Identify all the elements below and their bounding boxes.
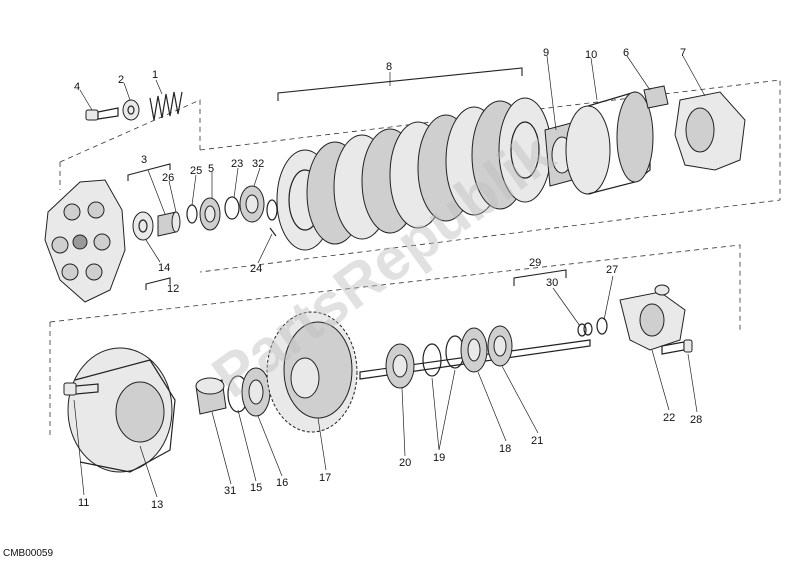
callout-12: 12	[167, 283, 179, 295]
callout-10: 10	[585, 49, 597, 61]
callout-9: 9	[543, 47, 549, 59]
bearing-part-5	[199, 197, 221, 231]
circlip-part-24	[266, 199, 278, 237]
callout-27: 27	[606, 264, 618, 276]
callout-25: 25	[190, 165, 202, 177]
callout-23: 23	[231, 158, 243, 170]
clutch-drum-part-10	[565, 91, 654, 195]
washer-part-23	[224, 196, 240, 220]
bearing-part-20	[385, 343, 415, 389]
callout-6: 6	[623, 47, 629, 59]
spacer-part-31	[195, 377, 227, 415]
callout-32: 32	[252, 158, 264, 170]
bracket-29	[513, 269, 567, 286]
callout-3: 3	[141, 154, 147, 166]
spring-part-1	[149, 91, 183, 121]
oring-part-30	[577, 322, 593, 337]
circlip-part-27	[596, 317, 608, 335]
callout-1: 1	[152, 69, 158, 81]
callout-24: 24	[250, 263, 262, 275]
callout-22: 22	[663, 412, 675, 424]
bearing-part-14	[132, 211, 154, 241]
callout-19: 19	[433, 452, 445, 464]
slave-cylinder-part-22	[619, 284, 686, 351]
bracket-8	[277, 67, 523, 101]
callout-13: 13	[151, 499, 163, 511]
callout-31: 31	[224, 485, 236, 497]
clutch-cover-part-7	[674, 91, 746, 171]
leader-lines	[73, 55, 706, 498]
clutch-basket-part-13	[67, 347, 176, 473]
washer-part-19	[422, 335, 465, 377]
shaft-part-29	[359, 339, 591, 380]
callout-30: 30	[546, 277, 558, 289]
bearing-part-21	[487, 325, 513, 367]
bearing-part-32	[239, 185, 265, 223]
bolt-part-11	[63, 382, 99, 396]
callout-7: 7	[680, 47, 686, 59]
callout-14: 14	[158, 262, 170, 274]
washer-part-2	[122, 99, 140, 121]
callout-4: 4	[74, 81, 80, 93]
callout-21: 21	[531, 435, 543, 447]
bolt-part-4	[85, 107, 119, 121]
callout-15: 15	[250, 482, 262, 494]
callout-labels: 4 2 1 3 26 25 5 23 32 8 9 10 6 7 14 12 2…	[74, 47, 702, 511]
callout-17: 17	[319, 472, 331, 484]
callout-11: 11	[78, 497, 89, 509]
callout-2: 2	[118, 74, 124, 86]
clutch-plate-stack-part-8	[276, 97, 552, 251]
bolt-part-28	[661, 339, 693, 355]
pressure-plate-part	[44, 179, 126, 303]
gear-part-17	[266, 311, 358, 433]
bracket-12	[145, 277, 171, 290]
callout-16: 16	[276, 477, 288, 489]
cover-piece-part-6	[643, 85, 669, 109]
drawing-code: CMB00059	[3, 548, 54, 559]
callout-29: 29	[529, 257, 541, 269]
callout-26: 26	[162, 172, 174, 184]
callout-20: 20	[399, 457, 411, 469]
callout-8: 8	[386, 61, 392, 73]
oring-part-25	[186, 204, 198, 224]
bearing-part-18	[460, 327, 488, 373]
callout-18: 18	[499, 443, 511, 455]
callout-5: 5	[208, 163, 214, 175]
bracket-3	[127, 163, 171, 181]
callout-28: 28	[690, 414, 702, 426]
assembly-frame-lower	[49, 244, 741, 435]
bushing-part-26	[157, 211, 181, 237]
